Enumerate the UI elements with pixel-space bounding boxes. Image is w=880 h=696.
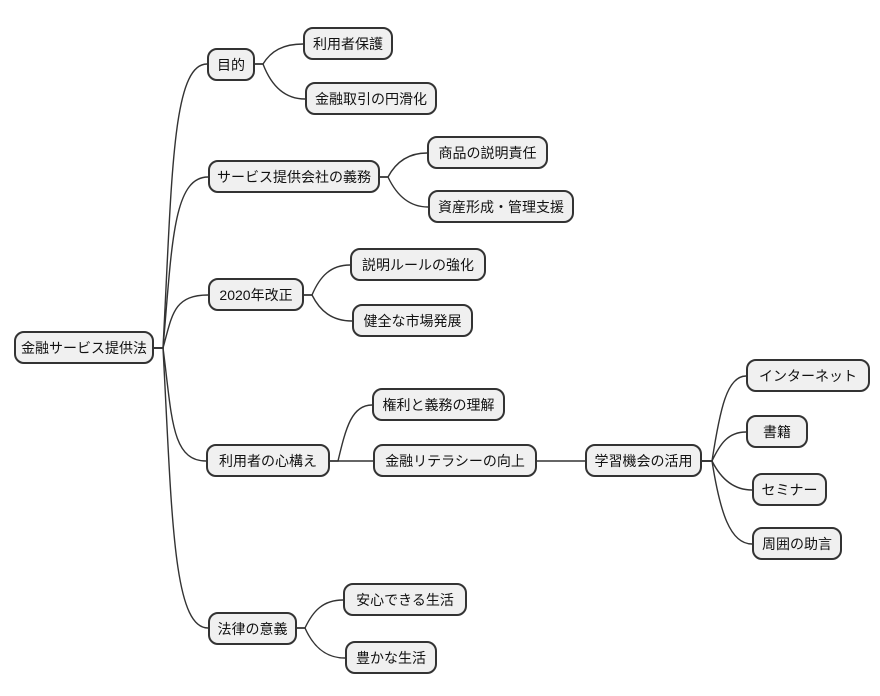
- node-user-mindset: 利用者の心構え: [206, 444, 330, 477]
- node-provider-obligations: サービス提供会社の義務: [208, 160, 380, 193]
- node-user-protection: 利用者保護: [303, 27, 393, 60]
- edge-2020-to-explanation-rules: [303, 264, 351, 296]
- edge-root-to-user-mindset: [153, 347, 207, 462]
- edge-root-to-purpose: [153, 63, 208, 349]
- node-seminars: セミナー: [752, 473, 827, 506]
- node-product-accountability: 商品の説明責任: [427, 136, 548, 169]
- node-learning-opportunities: 学習機会の活用: [585, 444, 702, 477]
- node-advice: 周囲の助言: [752, 527, 842, 560]
- edge-obligations-to-product-accountability: [379, 152, 428, 178]
- edge-learning-to-seminars: [701, 460, 753, 491]
- node-purpose: 目的: [207, 48, 255, 81]
- edge-purpose-to-user-protection: [254, 43, 304, 65]
- node-internet: インターネット: [746, 359, 870, 392]
- edge-significance-to-secure-life: [296, 599, 344, 629]
- node-legal-significance: 法律の意義: [208, 612, 297, 645]
- edge-root-to-legal-significance: [153, 347, 209, 629]
- edge-significance-to-prosperous-life: [296, 627, 346, 659]
- edge-root-to-2020-amendment: [153, 294, 209, 349]
- edge-obligations-to-asset-support: [379, 176, 429, 208]
- node-explanation-rules: 説明ルールの強化: [350, 248, 486, 281]
- node-root: 金融サービス提供法: [14, 331, 154, 364]
- node-market-development: 健全な市場発展: [352, 304, 473, 337]
- edge-learning-to-internet: [701, 375, 747, 462]
- edge-purpose-to-smooth-transactions: [254, 63, 306, 100]
- node-secure-life: 安心できる生活: [343, 583, 467, 616]
- node-smooth-transactions: 金融取引の円滑化: [305, 82, 437, 115]
- node-financial-literacy: 金融リテラシーの向上: [373, 444, 537, 477]
- edge-2020-to-market-development: [303, 294, 353, 322]
- edge-learning-to-books: [701, 431, 747, 462]
- node-2020-amendment: 2020年改正: [208, 278, 304, 311]
- edge-root-to-provider-obligations: [153, 176, 209, 349]
- node-asset-support: 資産形成・管理支援: [428, 190, 574, 223]
- edge-mindset-to-rights-duties: [329, 404, 373, 462]
- edge-learning-to-advice: [701, 460, 753, 545]
- node-prosperous-life: 豊かな生活: [345, 641, 437, 674]
- node-rights-duties: 権利と義務の理解: [372, 388, 505, 421]
- node-books: 書籍: [746, 415, 808, 448]
